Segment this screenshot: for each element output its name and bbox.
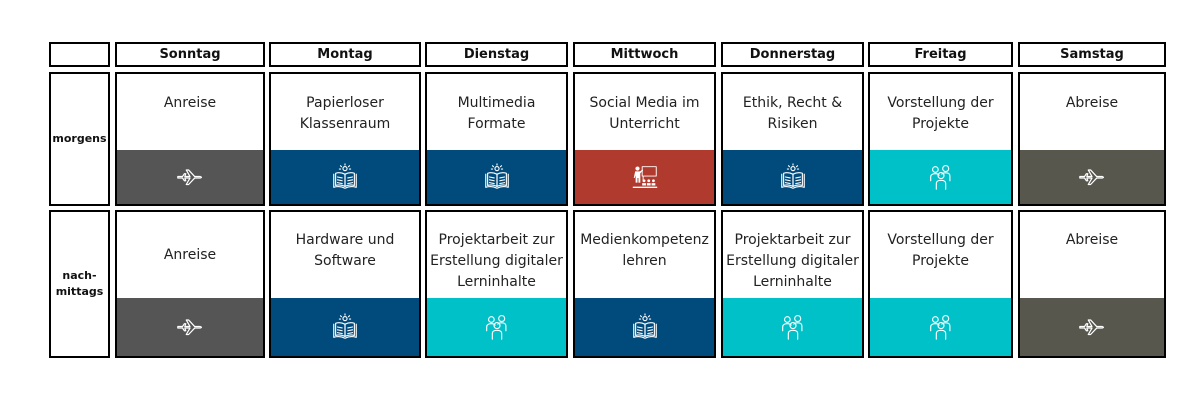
session-afternoon-donnerstag: Projektarbeit zur Erstellung digitaler L… <box>721 210 864 358</box>
session-category-band <box>427 150 566 204</box>
period-label-morning-text: morgens <box>52 132 107 145</box>
people-group-icon <box>929 164 950 190</box>
session-category-band <box>723 150 862 204</box>
airplane-icon <box>1079 169 1105 186</box>
session-category-band <box>117 150 263 204</box>
session-afternoon-montag: Hardware und Software <box>269 210 421 358</box>
session-title: Ethik, Recht & Risiken <box>742 95 843 132</box>
people-group-icon <box>929 314 950 340</box>
session-category-band <box>1020 150 1164 204</box>
airplane-icon <box>177 169 203 186</box>
session-title: Medienkompetenz lehren <box>580 232 709 269</box>
session-title: Multimedia Formate <box>457 95 536 132</box>
open-book-lightbulb-icon <box>632 313 657 339</box>
session-title: Projektarbeit zur Erstellung digitaler L… <box>430 232 563 290</box>
open-book-lightbulb-icon <box>780 163 805 189</box>
teacher-presentation-icon <box>632 166 657 189</box>
session-title: Papierloser Klassenraum <box>299 95 391 132</box>
session-afternoon-mittwoch: Medienkompetenz lehren <box>573 210 716 358</box>
session-title: Projektarbeit zur Erstellung digitaler L… <box>726 232 859 290</box>
session-category-band <box>271 150 419 204</box>
session-title: Social Media im Unterricht <box>589 95 700 132</box>
corner-cell <box>49 42 110 67</box>
period-label-morning: morgens <box>49 72 110 206</box>
open-book-lightbulb-icon <box>333 163 357 189</box>
session-category-band <box>575 150 714 204</box>
session-morning-sonntag: Anreise <box>115 72 265 206</box>
airplane-icon <box>1079 319 1105 336</box>
session-category-band <box>870 298 1011 356</box>
session-category-band <box>117 298 263 356</box>
session-title: Vorstellung der Projekte <box>887 95 994 132</box>
session-title: Anreise <box>163 246 217 263</box>
session-afternoon-sonntag: Anreise <box>115 210 265 358</box>
period-label-afternoon: nach- mittags <box>49 210 110 358</box>
session-morning-dienstag: Multimedia Formate <box>425 72 568 206</box>
session-category-band <box>723 298 862 356</box>
day-header-freitag: Freitag <box>868 42 1013 67</box>
session-category-band <box>575 298 714 356</box>
session-title: Abreise <box>1065 232 1119 248</box>
period-label-afternoon-line1: nach- <box>62 269 97 282</box>
session-category-band <box>870 150 1011 204</box>
period-label-afternoon-line2: mittags <box>55 285 104 298</box>
session-afternoon-dienstag: Projektarbeit zur Erstellung digitaler L… <box>425 210 568 358</box>
airplane-icon <box>177 319 203 336</box>
day-header-montag: Montag <box>269 42 421 67</box>
session-title: Hardware und Software <box>295 232 395 269</box>
day-header-donnerstag: Donnerstag <box>721 42 864 67</box>
day-header-samstag: Samstag <box>1018 42 1166 67</box>
session-afternoon-samstag: Abreise <box>1018 210 1166 358</box>
open-book-lightbulb-icon <box>333 313 357 339</box>
people-group-icon <box>781 314 802 340</box>
day-header-dienstag: Dienstag <box>425 42 568 67</box>
session-afternoon-freitag: Vorstellung der Projekte <box>868 210 1013 358</box>
session-category-band <box>271 298 419 356</box>
session-morning-donnerstag: Ethik, Recht & Risiken <box>721 72 864 206</box>
session-morning-freitag: Vorstellung der Projekte <box>868 72 1013 206</box>
open-book-lightbulb-icon <box>484 163 509 189</box>
session-morning-samstag: Abreise <box>1018 72 1166 206</box>
session-title: Vorstellung der Projekte <box>887 232 994 269</box>
session-category-band <box>1020 298 1164 356</box>
day-header-mittwoch: Mittwoch <box>573 42 716 67</box>
session-morning-mittwoch: Social Media im Unterricht <box>573 72 716 206</box>
session-morning-montag: Papierloser Klassenraum <box>269 72 421 206</box>
people-group-icon <box>485 314 506 340</box>
session-title: Abreise <box>1065 95 1119 111</box>
session-title: Anreise <box>163 95 217 111</box>
day-header-sonntag: Sonntag <box>115 42 265 67</box>
session-category-band <box>427 298 566 356</box>
